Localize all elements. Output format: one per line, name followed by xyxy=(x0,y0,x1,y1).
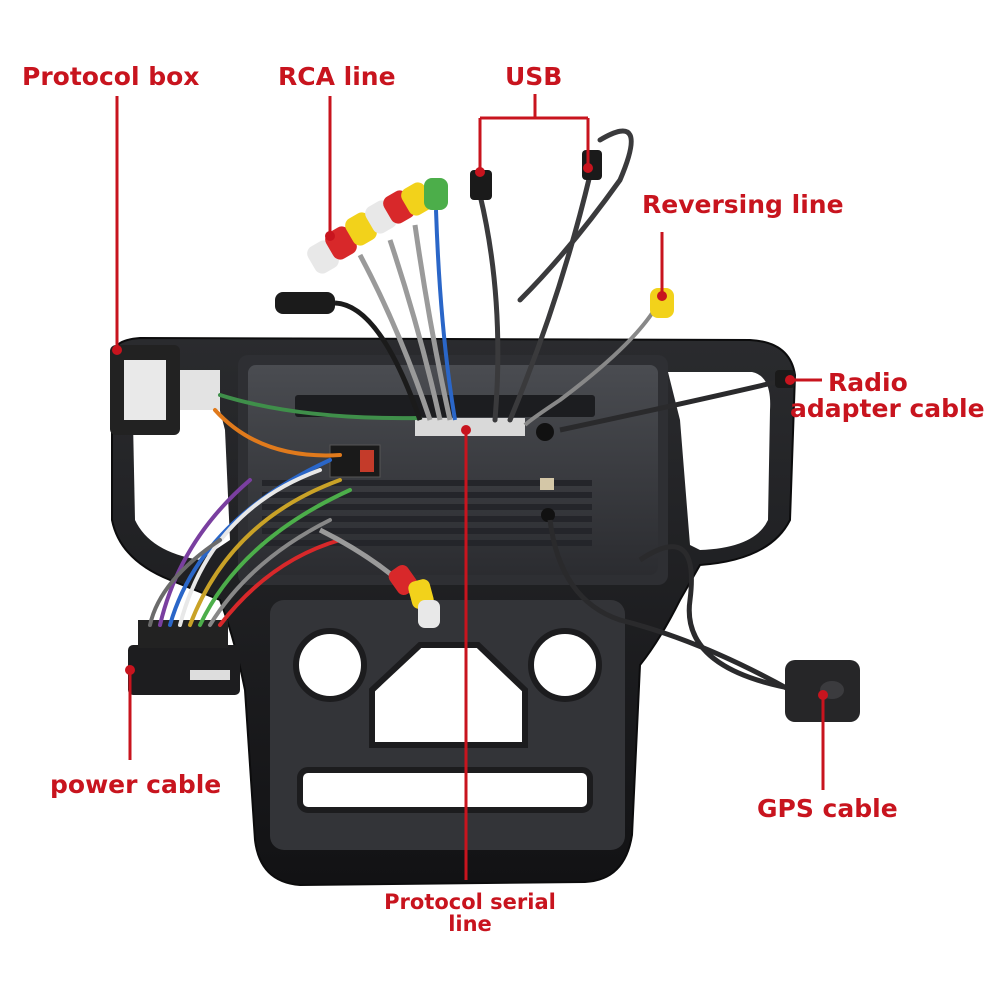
radio-adapter-label-line2: adapter cable xyxy=(790,394,985,424)
gps-cable-label: GPS cable xyxy=(757,794,898,823)
usb-leader xyxy=(478,94,590,172)
power-connector xyxy=(128,620,240,695)
lower-rca-plugs xyxy=(388,564,440,628)
lower-console-panel xyxy=(270,600,625,850)
rca-line-label: RCA line xyxy=(278,62,396,91)
protocol-serial-line-label: Protocol serial line xyxy=(380,891,560,935)
reversing-line xyxy=(523,288,674,427)
protocol-box xyxy=(110,345,220,435)
usb-label: USB xyxy=(505,62,563,91)
protocol-serial-label-line2: line xyxy=(448,912,492,937)
rca-connectors xyxy=(275,178,457,421)
power-cable-label: power cable xyxy=(50,770,222,799)
protocol-box-label: Protocol box xyxy=(22,62,200,91)
wire-harness xyxy=(148,393,422,627)
radio-adapter-label-line1: Radio xyxy=(828,368,908,397)
callout-lines xyxy=(112,94,828,880)
protocol-serial-label-line1: Protocol serial xyxy=(384,890,556,914)
usb-cables xyxy=(470,128,634,423)
head-unit-body xyxy=(238,355,668,585)
radio-adapter-cable-label: Radio adapter cable xyxy=(790,368,985,424)
reversing-line-label: Reversing line xyxy=(642,190,844,219)
